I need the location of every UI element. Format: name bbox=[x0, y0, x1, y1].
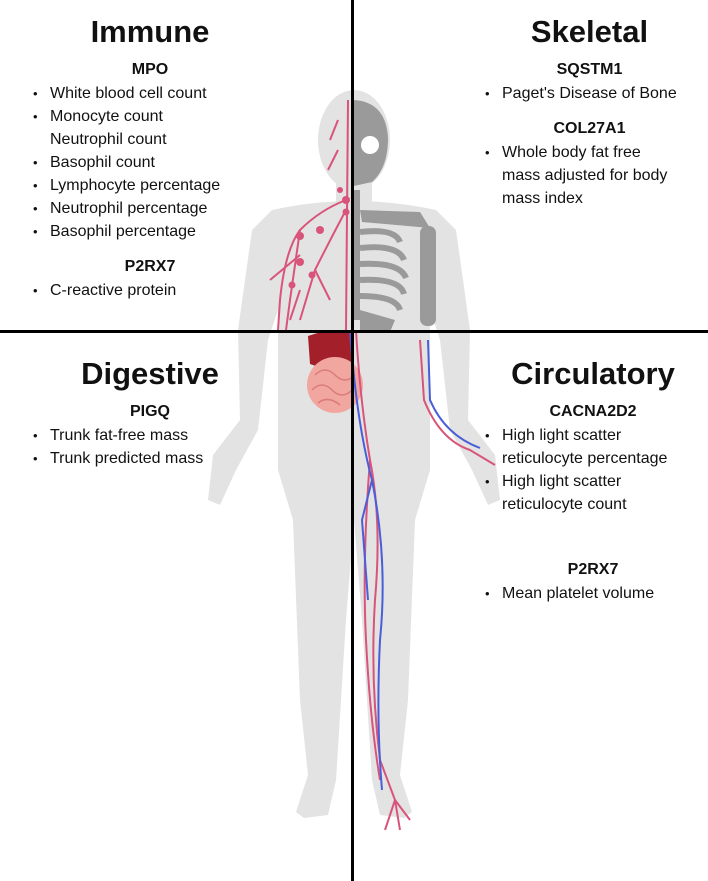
trait-item: C-reactive protein bbox=[30, 279, 270, 302]
trait-item: reticulocyte count bbox=[502, 496, 627, 513]
digestive-organs-icon bbox=[307, 330, 363, 413]
trait-item: Lymphocyte percentage bbox=[30, 174, 270, 197]
gene-block-cacna2d2: CACNA2D2 High light scatter reticulocyte… bbox=[482, 402, 704, 516]
immune-title: Immune bbox=[90, 14, 210, 49]
trait-list: Whole body fat free mass adjusted for bo… bbox=[482, 141, 697, 210]
gene-name: SQSTM1 bbox=[556, 61, 623, 78]
trait-list: C-reactive protein bbox=[30, 279, 270, 302]
trait-list: Paget's Disease of Bone bbox=[482, 82, 697, 105]
trait-list: White blood cell count Monocyte count Ne… bbox=[30, 82, 270, 243]
circulatory-title: Circulatory bbox=[511, 356, 675, 391]
trait-item: Mean platelet volume bbox=[482, 582, 704, 605]
gene-name: P2RX7 bbox=[567, 561, 619, 578]
circulatory-quadrant: Circulatory CACNA2D2 High light scatter … bbox=[482, 356, 704, 605]
gene-block-p2rx7-circ: P2RX7 Mean platelet volume bbox=[482, 560, 704, 605]
gene-name: CACNA2D2 bbox=[549, 403, 637, 420]
gene-block-mpo: MPO White blood cell count Monocyte coun… bbox=[30, 60, 270, 243]
skeletal-quadrant: Skeletal SQSTM1 Paget's Disease of Bone … bbox=[482, 14, 697, 210]
skeleton-icon bbox=[352, 100, 436, 332]
gene-name: COL27A1 bbox=[553, 120, 626, 137]
digestive-quadrant: Digestive PIGQ Trunk fat-free mass Trunk… bbox=[30, 356, 270, 470]
trait-item: Trunk fat-free mass bbox=[30, 424, 270, 447]
trait-item: Basophil count bbox=[30, 151, 270, 174]
trait-list: Mean platelet volume bbox=[482, 582, 704, 605]
digestive-title: Digestive bbox=[81, 356, 219, 391]
skeletal-title: Skeletal bbox=[530, 14, 649, 49]
trait-list: High light scatter reticulocyte percenta… bbox=[482, 424, 704, 516]
gene-name: PIGQ bbox=[129, 403, 170, 420]
vein-lines bbox=[349, 329, 481, 791]
vertical-divider bbox=[351, 0, 354, 881]
trait-item: Monocyte count bbox=[30, 105, 270, 128]
gene-block-p2rx7: P2RX7 C-reactive protein bbox=[30, 257, 270, 302]
trait-item: mass index bbox=[502, 190, 583, 207]
trait-item: reticulocyte percentage bbox=[502, 450, 668, 467]
trait-item: Basophil percentage bbox=[30, 220, 270, 243]
gene-name: P2RX7 bbox=[124, 258, 176, 275]
horizontal-divider bbox=[0, 330, 708, 333]
trait-item: Paget's Disease of Bone bbox=[482, 82, 697, 105]
lymphatic-network-icon bbox=[269, 99, 349, 331]
trait-list: Trunk fat-free mass Trunk predicted mass bbox=[30, 424, 270, 470]
artery-lines bbox=[355, 329, 496, 831]
lymph-node-icons bbox=[288, 187, 350, 289]
immune-quadrant: Immune MPO White blood cell count Monocy… bbox=[30, 14, 270, 302]
trait-item: High light scatter bbox=[482, 470, 704, 493]
gene-block-pigq: PIGQ Trunk fat-free mass Trunk predicted… bbox=[30, 402, 270, 470]
gene-name: MPO bbox=[131, 61, 169, 78]
trait-item: High light scatter bbox=[482, 424, 704, 447]
gene-block-col27a1: COL27A1 Whole body fat free mass adjuste… bbox=[482, 119, 697, 210]
trait-item: Neutrophil count bbox=[50, 131, 167, 148]
trait-item: Trunk predicted mass bbox=[30, 447, 270, 470]
trait-item: mass adjusted for body bbox=[502, 167, 668, 184]
trait-item: White blood cell count bbox=[30, 82, 270, 105]
trait-item: Whole body fat free bbox=[482, 141, 697, 164]
gene-block-sqstm1: SQSTM1 Paget's Disease of Bone bbox=[482, 60, 697, 105]
trait-item: Neutrophil percentage bbox=[30, 197, 270, 220]
